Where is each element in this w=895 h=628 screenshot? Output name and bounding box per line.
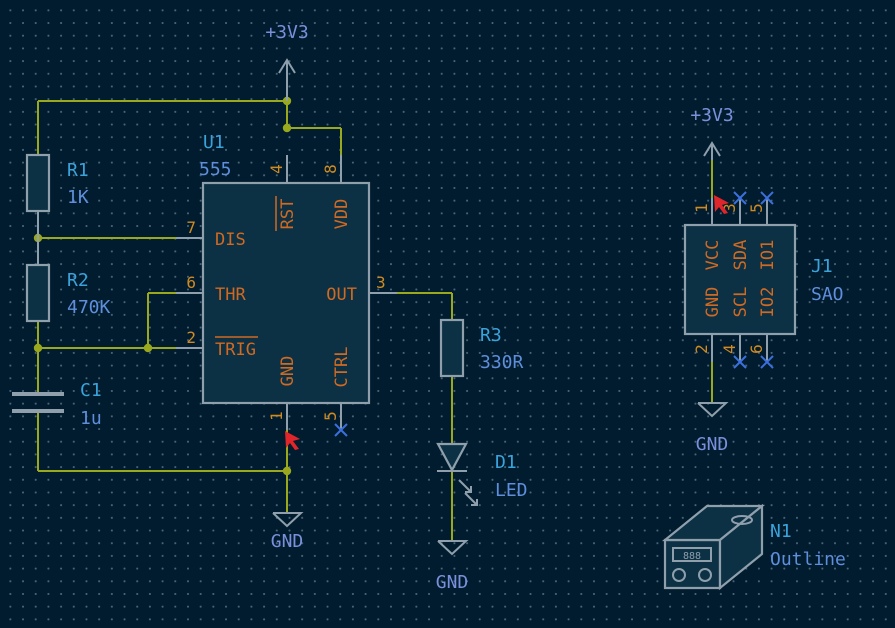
pin-number: 5 <box>321 411 340 421</box>
component-ref: D1 <box>495 452 517 473</box>
power-vcc-u1[interactable]: +3V3 <box>265 22 309 101</box>
resistor-body <box>439 318 465 378</box>
pin-name: SDA <box>731 240 751 271</box>
pin-name: CTRL <box>332 347 352 388</box>
pin-number: 1 <box>267 411 286 421</box>
pin-number: 7 <box>186 218 196 237</box>
pin-number: 2 <box>186 328 196 347</box>
power-arrow-icon <box>703 141 721 157</box>
power-label: +3V3 <box>265 22 308 43</box>
pin-name: GND <box>703 287 723 318</box>
ground-label: GND <box>696 434 729 455</box>
erc-marker-icon[interactable] <box>714 195 729 214</box>
no-connect-icon <box>760 191 774 205</box>
pin-number: 4 <box>720 344 739 354</box>
wires <box>37 100 713 541</box>
pin-number: 3 <box>720 203 739 213</box>
pin-name: IO2 <box>758 287 778 318</box>
component-ref: U1 <box>203 132 225 153</box>
component-ref: C1 <box>80 380 102 401</box>
erc-marker-icon[interactable] <box>285 431 300 450</box>
ground-label: GND <box>271 531 304 552</box>
no-connect-icon <box>334 423 348 437</box>
component-value: Outline <box>770 549 846 570</box>
component-value: 555 <box>199 159 232 180</box>
component-value: 1K <box>67 187 89 208</box>
pin-name: DIS <box>215 230 246 250</box>
power-gnd-led[interactable]: GND <box>436 540 469 593</box>
resistor-r1[interactable]: R1 1K <box>25 153 89 238</box>
resistor-body <box>25 153 51 213</box>
no-connect-icon <box>733 355 747 369</box>
ic-u1-555[interactable]: 7 6 2 3 4 8 1 5 DIS THR TRIG OUT RST VDD… <box>176 132 397 430</box>
pin-number: 4 <box>267 164 286 174</box>
pin-name: TRIG <box>215 340 256 360</box>
resistor-r3[interactable]: R3 330R <box>439 318 524 378</box>
ground-icon <box>437 540 469 556</box>
junction-vdd <box>282 123 292 133</box>
light-emission-icon <box>458 479 478 506</box>
connector-j1-sao[interactable]: 1 3 5 2 4 6 VCC SDA IO1 GND SCL IO2 J1 S… <box>683 198 844 362</box>
power-gnd-j1[interactable]: GND <box>696 402 729 455</box>
display-digits: 888 <box>683 551 701 562</box>
pin-number: 8 <box>321 164 340 174</box>
pin-number: 2 <box>692 344 711 354</box>
junction-gnd <box>282 466 292 476</box>
resistor-r2[interactable]: R2 470K <box>25 238 111 323</box>
pin-name: OUT <box>326 285 357 305</box>
component-ref: J1 <box>811 256 833 277</box>
junction-trig-left <box>33 343 43 353</box>
pin-number: 3 <box>376 273 386 292</box>
device-box-icon: 888 <box>661 503 766 591</box>
component-value: 470K <box>67 297 111 318</box>
ground-label: GND <box>436 572 469 593</box>
outline-n1[interactable]: 888 N1 Outline <box>661 503 846 591</box>
power-gnd-u1[interactable]: GND <box>271 512 304 552</box>
pin-name: VDD <box>332 199 352 230</box>
ground-icon <box>272 512 304 528</box>
resistor-body <box>25 263 51 323</box>
pin-number: 6 <box>186 273 196 292</box>
ground-icon <box>697 402 729 418</box>
component-value: 1u <box>80 408 102 429</box>
pin-name: GND <box>278 356 298 387</box>
led-d1[interactable]: D1 LED <box>436 442 528 506</box>
no-connect-icon <box>760 355 774 369</box>
pin-number: 6 <box>747 344 766 354</box>
power-vcc-j1[interactable]: +3V3 <box>690 105 734 160</box>
connector-body <box>683 223 797 336</box>
diode-triangle <box>436 442 468 473</box>
component-value: 330R <box>480 352 524 373</box>
pin-name: RST <box>278 199 298 230</box>
component-ref: R3 <box>480 325 502 346</box>
pin-number: 1 <box>692 203 711 213</box>
junction-thr-trig <box>143 343 153 353</box>
pin-name: VCC <box>703 240 723 271</box>
junctions <box>33 96 292 476</box>
pin-name: SCL <box>731 287 751 318</box>
capacitor-c1[interactable]: C1 1u <box>12 380 102 429</box>
pin-name: IO1 <box>758 240 778 271</box>
pin-number: 5 <box>747 203 766 213</box>
component-ref: N1 <box>770 521 792 542</box>
power-arrow-icon <box>278 58 296 74</box>
power-label: +3V3 <box>690 105 733 126</box>
component-value: SAO <box>811 284 844 305</box>
component-ref: R2 <box>67 270 89 291</box>
no-connect-icon <box>733 191 747 205</box>
pin-name: THR <box>215 285 246 305</box>
component-value: LED <box>495 480 528 501</box>
component-ref: R1 <box>67 160 89 181</box>
